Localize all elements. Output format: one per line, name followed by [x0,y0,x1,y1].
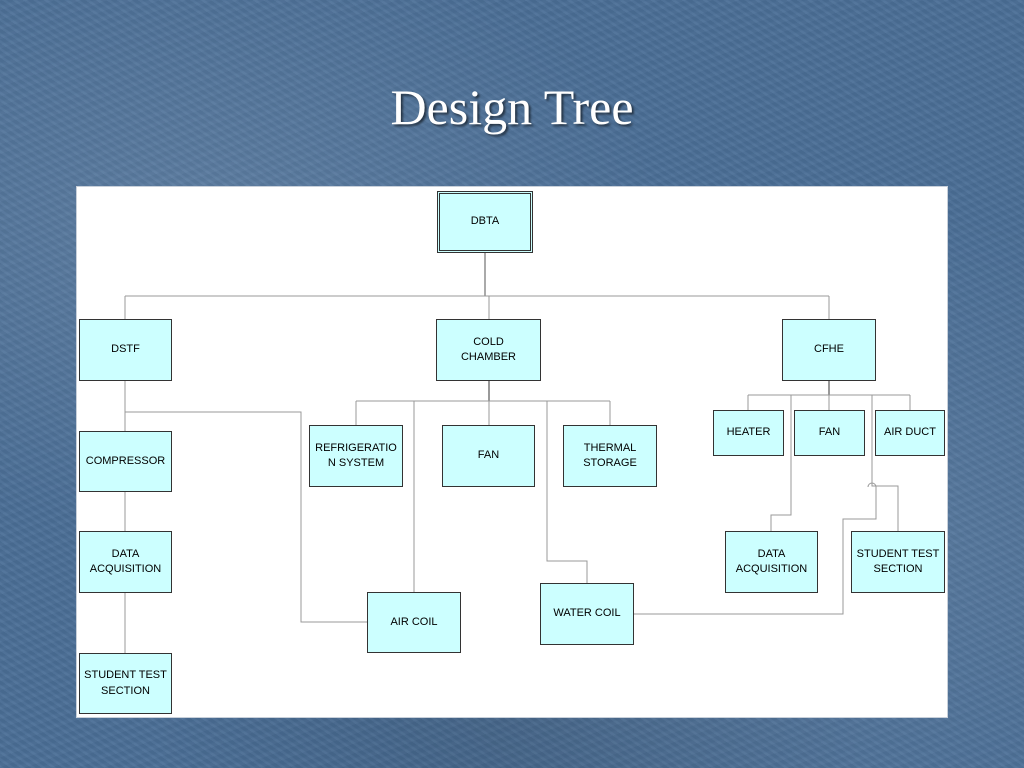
connector-water-coil-link [546,401,588,583]
node-dstf-data-acquisition: DATA ACQUISITION [79,531,172,593]
node-refrigeration-system: REFRIGERATIO N SYSTEM [309,425,403,487]
node-cfhe: CFHE [782,319,876,381]
node-air-coil: AIR COIL [367,592,461,653]
node-air-duct: AIR DUCT [875,410,945,456]
connector-water-coil-cfhe [633,482,877,615]
connector-dstf-air-coil [125,411,368,623]
connector-level1-bus [124,295,830,319]
node-water-coil: WATER COIL [540,583,634,645]
node-heater: HEATER [713,410,784,456]
node-dbta: DBTA [437,191,533,253]
node-cfhe-student-test-section: STUDENT TEST SECTION [851,531,945,593]
connector-cold-chamber-bus [355,400,611,425]
node-thermal-storage: THERMAL STORAGE [563,425,657,487]
slide-title: Design Tree [390,79,634,135]
node-cold-chamber: COLD CHAMBER [436,319,541,381]
connector-cfhe-student-test [871,395,899,531]
node-cfhe-fan: FAN [794,410,865,456]
node-cfhe-data-acquisition: DATA ACQUISITION [725,531,818,593]
node-dstf: DSTF [79,319,172,381]
node-compressor: COMPRESSOR [79,431,172,492]
connector-cfhe-bus [747,394,911,410]
connector-cfhe-data-acquisition [770,395,792,531]
node-dstf-student-test-section: STUDENT TEST SECTION [79,653,172,714]
node-cold-chamber-fan: FAN [442,425,535,487]
